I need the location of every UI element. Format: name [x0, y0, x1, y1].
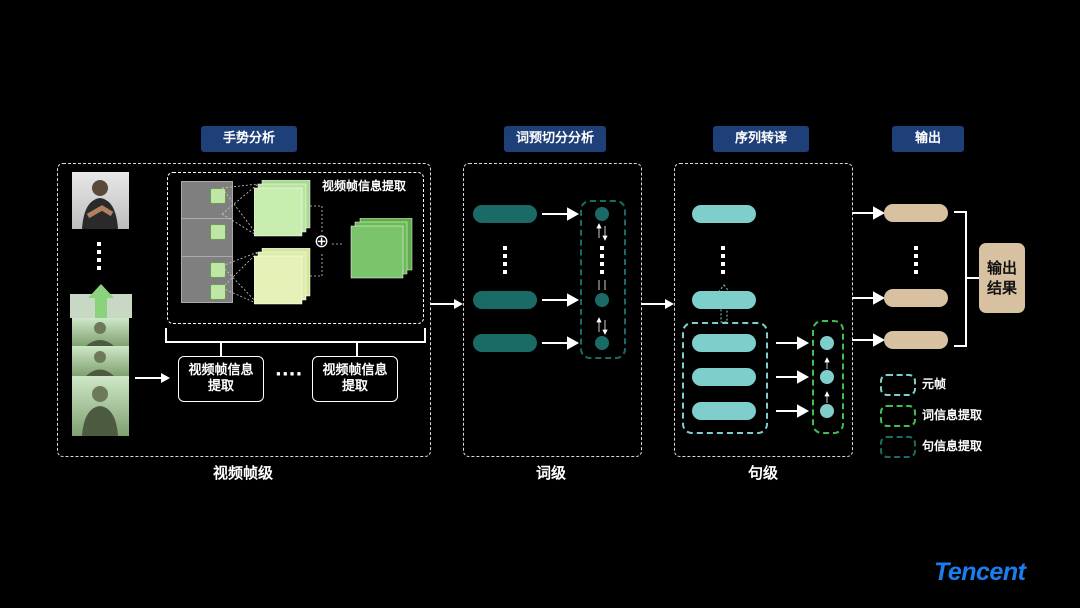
- word-arrows: [542, 207, 580, 350]
- video-frame-stack: [72, 346, 129, 376]
- output-bracket: [954, 211, 980, 347]
- bracket-connector: [165, 328, 426, 356]
- frame-extraction-box-1: 视频帧信息 提取: [178, 356, 264, 402]
- sentence-word-info-group: [812, 320, 844, 434]
- horizontal-ellipsis: ····: [275, 364, 303, 385]
- feature-cube-upper: [254, 180, 311, 237]
- dashed-up-arrow-icon: [716, 284, 732, 323]
- word-token-pill: [473, 291, 537, 309]
- legend-swatch-meta-frame: [880, 374, 916, 396]
- feature-connectors: [222, 183, 342, 305]
- vertical-ellipsis: [503, 246, 507, 278]
- meta-frame-pill: [692, 402, 756, 420]
- output-arrows: [852, 206, 886, 347]
- oplus-icon: ⊕: [314, 231, 330, 252]
- frame-level-panel: [57, 163, 431, 457]
- meta-frame-pill: [692, 334, 756, 352]
- sentence-arrows: [776, 336, 810, 418]
- video-frame-stack: [72, 318, 129, 346]
- word-nodes: [595, 207, 609, 350]
- frame-feature-extraction-box: [167, 172, 424, 324]
- word-level-panel: [463, 163, 642, 457]
- legend-label-meta-frame: 元帧: [922, 377, 947, 391]
- level-label-frame: 视频帧级: [212, 464, 273, 482]
- meta-frame-pill: [692, 368, 756, 386]
- video-frame-photo: [72, 172, 129, 229]
- sentence-nodes: [820, 336, 834, 418]
- frame-feature-label: 视频帧信息提取: [322, 179, 407, 193]
- word-info-extraction-group: [580, 200, 626, 359]
- signer-person-icon: [82, 180, 118, 229]
- legend-swatch-word-info: [880, 405, 916, 427]
- vertical-ellipsis: [97, 242, 101, 274]
- header-sequence-translation: 序列转译: [713, 126, 809, 152]
- feature-cube-lower: [254, 248, 311, 305]
- meta-frame-pill: [692, 291, 756, 309]
- legend-label-word-info: 词信息提取: [922, 408, 983, 422]
- frame-extraction-box-2: 视频帧信息 提取: [312, 356, 398, 402]
- meta-frame-pill: [692, 205, 756, 223]
- up-arrow-icon: [70, 284, 132, 318]
- word-token-pill: [473, 334, 537, 352]
- header-output: 输出: [892, 126, 964, 152]
- vertical-ellipsis: [721, 246, 725, 278]
- word-token-pill: [473, 205, 537, 223]
- sentence-meta-frame-group: [682, 322, 768, 434]
- vertical-ellipsis: [914, 246, 918, 278]
- header-gesture-analysis: 手势分析: [201, 126, 297, 152]
- output-token-pill: [884, 204, 948, 222]
- output-token-pill: [884, 289, 948, 307]
- header-word-segmentation: 词预切分分析: [504, 126, 606, 152]
- sentence-level-panel: [674, 163, 853, 457]
- legend-swatch-sentence-info: [880, 436, 916, 458]
- right-arrow-icon: [135, 373, 170, 383]
- video-frame-stack: [72, 376, 129, 436]
- level-label-sentence: 句级: [747, 464, 778, 482]
- fused-feature-cube: [350, 218, 413, 279]
- right-arrow-icon: [641, 299, 674, 309]
- legend-label-sentence-info: 句信息提取: [922, 439, 983, 453]
- level-label-word: 词级: [535, 464, 566, 482]
- frame-slices-block: [181, 181, 233, 303]
- tencent-logo: Tencent: [934, 558, 1026, 586]
- right-arrow-icon: [430, 299, 463, 309]
- output-result-box: 输出 结果: [979, 243, 1025, 313]
- output-token-pill: [884, 331, 948, 349]
